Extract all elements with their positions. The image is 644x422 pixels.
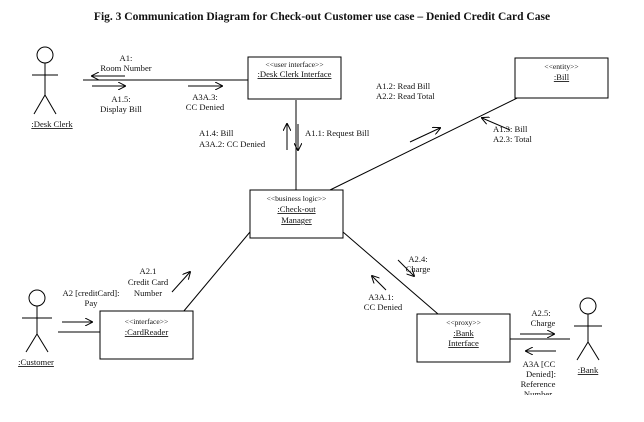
msg-a14: A1.4: Bill A3A.2: CC Denied [199,128,266,149]
msg-a12-line-2: A2.2: Read Total [376,91,435,101]
object-checkout-manager: <<business logic>> :Check-out Manager [249,189,344,239]
bottom-clip [500,395,590,422]
msg-a3a: A3A [CC Denied]: Reference Number [521,359,556,399]
msg-a24-line-1: A2.4: [408,254,427,264]
msg-a13-line-1: A1.3: Bill [493,124,528,134]
link-manager-bankinterface [342,231,439,315]
actor-desk-clerk: :Desk Clerk [31,46,73,129]
msg-a1: A1: Room Number [100,53,151,73]
arrow-a13 [482,118,511,131]
checkout-manager-name-2: Manager [281,215,312,225]
actor-bank: :Bank [574,297,602,375]
msg-a14-line-2: A3A.2: CC Denied [199,139,266,149]
bill-stereotype: <<entity>> [544,62,578,71]
actor-bank-label: :Bank [578,365,599,375]
msg-a3a-line-3: Reference [521,379,556,389]
card-reader-name: :CardReader [125,327,169,337]
msg-a3a-line-2: Denied]: [526,369,556,379]
arrow-a3a1 [372,276,387,291]
msg-a25-line-1: A2.5: [531,308,550,318]
msg-a12-line-1: A1.2: Read Bill [376,81,431,91]
msg-a2-line-2: Pay [85,298,99,308]
msg-a15-line-1: A1.5: [111,94,130,104]
msg-a15-line-2: Display Bill [100,104,142,114]
msg-a3a-line-1: A3A [CC [523,359,556,369]
msg-a3a-line-4: Number [524,389,552,399]
msg-a21: A2.1 Credit Card Number [128,266,169,298]
desk-clerk-interface-stereotype: <<user interface>> [265,60,323,69]
arrow-a24 [397,259,414,276]
msg-a12: A1.2: Read Bill A2.2: Read Total [376,81,435,101]
msg-a3a3: A3A.3: CC Denied [186,92,225,112]
msg-a14-line-1: A1.4: Bill [199,128,234,138]
msg-a1-line-1: A1: [120,53,133,63]
object-bank-interface: <<proxy>> :Bank Interface [416,313,511,363]
msg-a25: A2.5: Charge [531,308,556,328]
msg-a3a3-line-1: A3A.3: [192,92,218,102]
checkout-manager-stereotype: <<business logic>> [267,194,327,203]
msg-a15: A1.5: Display Bill [100,94,142,114]
arrow-a21 [171,272,190,293]
msg-a13: A1.3: Bill A2.3: Total [493,124,532,144]
bank-interface-stereotype: <<proxy>> [446,318,481,327]
msg-a25-line-2: Charge [531,318,556,328]
msg-a21-line-3: Number [134,288,162,298]
msg-a1-line-2: Room Number [100,63,151,73]
msg-a11: A1.1: Request Bill [305,128,370,138]
actor-customer-label: :Customer [18,357,54,367]
actor-desk-clerk-label: :Desk Clerk [31,119,73,129]
card-reader-stereotype: <<interface>> [125,317,169,326]
object-bill: <<entity>> :Bill [514,57,609,99]
msg-a3a1-line-2: CC Denied [364,302,403,312]
object-card-reader: <<interface>> :CardReader [99,310,194,360]
msg-a21-line-2: Credit Card [128,277,169,287]
msg-a11-line-1: A1.1: Request Bill [305,128,370,138]
link-cardreader-manager [177,231,251,319]
desk-clerk-interface-name: :Desk Clerk Interface [258,69,332,79]
msg-a2-line-1: A2 [creditCard]: [62,288,119,298]
msg-a3a3-line-2: CC Denied [186,102,225,112]
arrow-a12 [409,128,440,143]
diagram-title: Fig. 3 Communication Diagram for Check-o… [94,11,550,23]
msg-a3a1: A3A.1: CC Denied [364,292,403,312]
msg-a24: A2.4: Charge [406,254,431,274]
msg-a3a1-line-1: A3A.1: [368,292,394,302]
actor-customer: :Customer [18,289,54,367]
bank-interface-name-1: :Bank [453,328,474,338]
msg-a21-line-1: A2.1 [140,266,157,276]
msg-a24-line-2: Charge [406,264,431,274]
bill-name: :Bill [554,72,570,82]
msg-a2: A2 [creditCard]: Pay [62,288,119,308]
bank-interface-name-2: Interface [448,338,479,348]
object-desk-clerk-interface: <<user interface>> :Desk Clerk Interface [247,56,342,100]
checkout-manager-name-1: :Check-out [277,204,316,214]
msg-a13-line-2: A2.3: Total [493,134,532,144]
